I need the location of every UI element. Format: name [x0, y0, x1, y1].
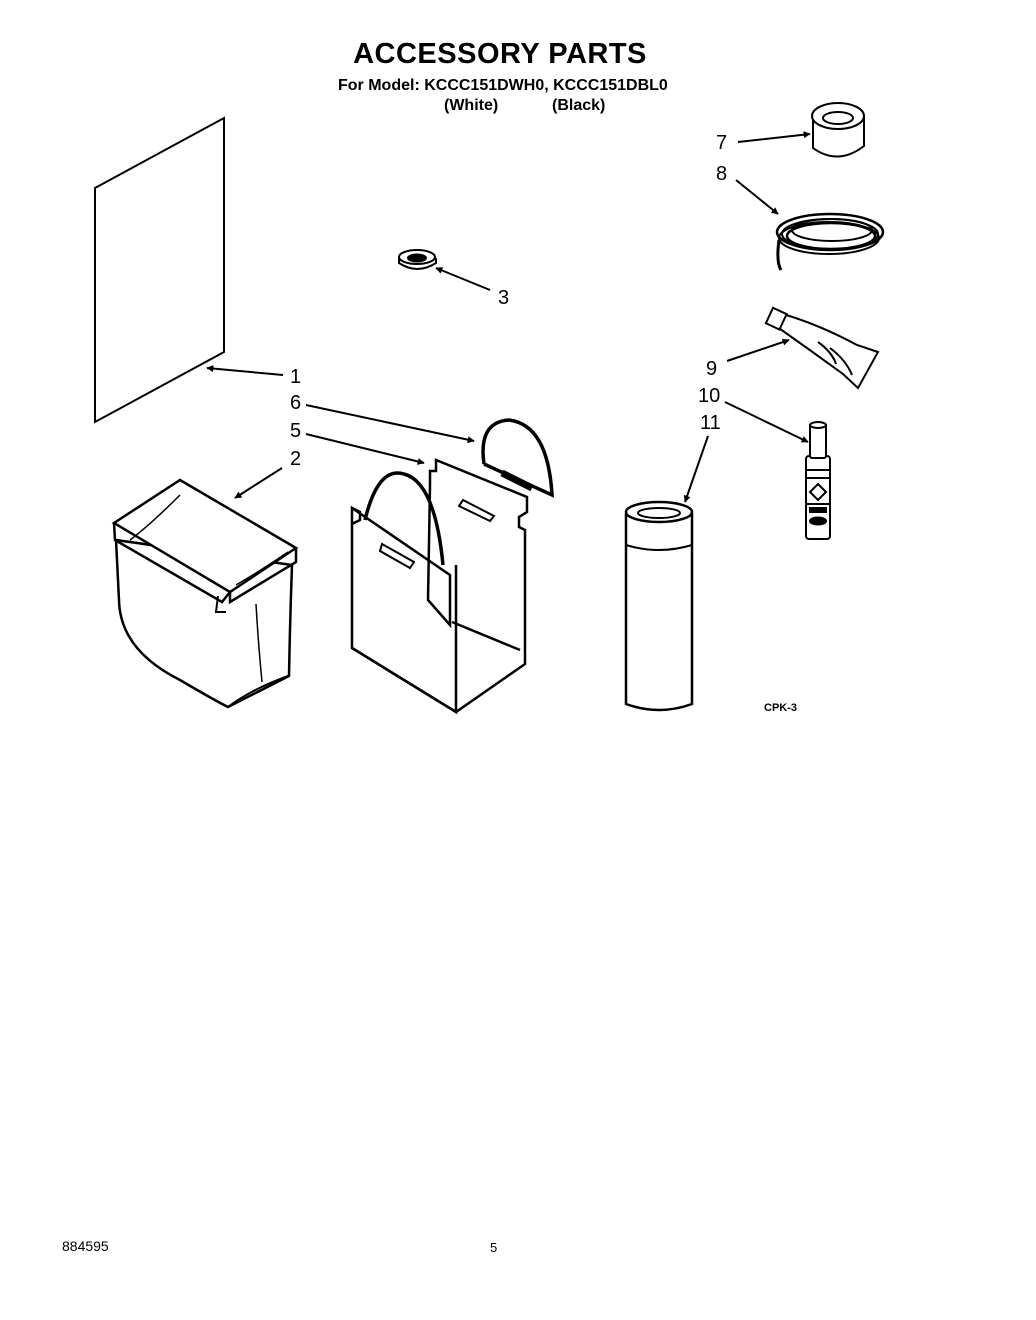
variant-white: (White): [444, 97, 499, 114]
part-2-bag: [111, 478, 299, 709]
model-line: For Model: KCCC151DWH0, KCCC151DBL0: [338, 77, 668, 94]
part-11-aerosol-can: [624, 500, 694, 712]
leader-8: [735, 179, 779, 215]
part-8-coiled-tube: [775, 212, 885, 271]
leader-9: [726, 338, 790, 362]
leader-11: [683, 435, 709, 503]
callout-10: 10: [698, 385, 721, 407]
page-number: 5: [490, 1240, 498, 1255]
page-title: ACCESSORY PARTS: [353, 38, 647, 70]
callout-3: 3: [498, 287, 510, 309]
part-6-handle-loop: [481, 418, 554, 498]
callout-9: 9: [706, 358, 718, 380]
part-9-lube-tube: [764, 306, 880, 390]
leader-lines: [206, 131, 811, 503]
part-10-bottle: [805, 421, 831, 540]
callout-1: 1: [290, 366, 302, 388]
leader-10: [724, 401, 809, 443]
leader-5: [305, 433, 425, 465]
part-7-tape-roll: [811, 102, 865, 158]
callout-2: 2: [290, 448, 302, 470]
callout-5: 5: [290, 420, 302, 442]
part-5-bag-holder: [350, 458, 529, 715]
leader-6: [305, 404, 475, 444]
callout-11: 11: [700, 412, 721, 434]
part-1-panel: [94, 116, 225, 424]
doc-number: 884595: [62, 1238, 109, 1254]
leader-2: [234, 467, 283, 499]
leader-3: [435, 267, 491, 291]
callout-7: 7: [716, 132, 728, 154]
leader-7: [737, 131, 811, 143]
callout-8: 8: [716, 163, 728, 185]
figure-code: CPK-3: [764, 702, 798, 714]
callout-6: 6: [290, 392, 302, 414]
variant-black: (Black): [552, 97, 606, 114]
part-3-grommet: [398, 249, 437, 270]
leader-1: [206, 365, 284, 376]
